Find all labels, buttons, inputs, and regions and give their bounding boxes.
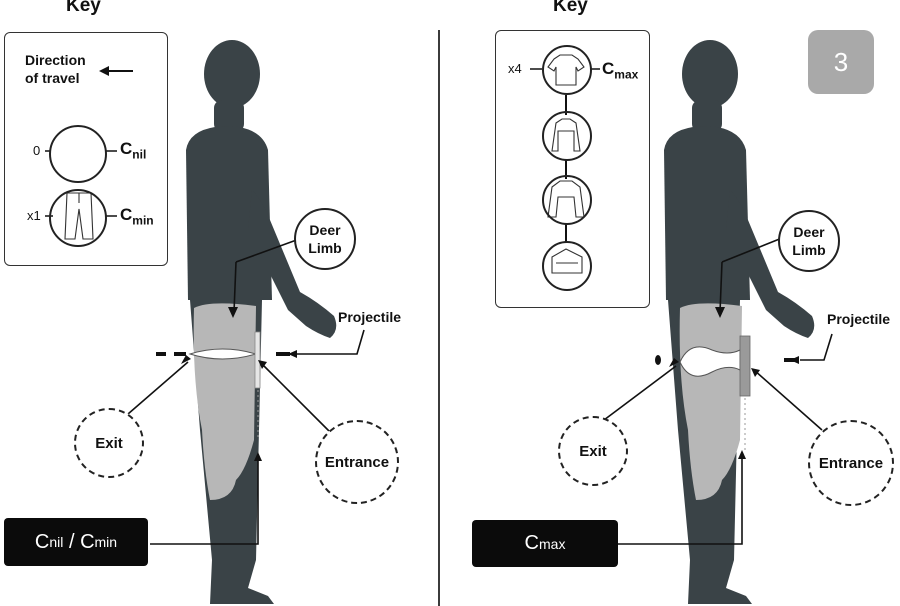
layer4-circle bbox=[542, 241, 592, 291]
page-number-badge: 3 bbox=[808, 30, 874, 94]
left-panel: Key Direction of travel 0 x1 Cnil Cmin bbox=[0, 0, 438, 606]
arrowheads-right bbox=[669, 307, 799, 459]
trousers-circle bbox=[49, 189, 107, 247]
entrance-callout: Entrance bbox=[808, 420, 894, 506]
direction-arrow-icon bbox=[99, 66, 133, 76]
key-legend-box: Direction of travel 0 x1 Cnil Cmin bbox=[4, 32, 168, 266]
panel-divider bbox=[438, 30, 440, 606]
projectile-dashes-left bbox=[156, 352, 290, 356]
clothing-layers-right bbox=[739, 335, 751, 397]
arrowheads-left bbox=[181, 307, 297, 461]
exit-callout: Exit bbox=[558, 416, 628, 486]
right-figure-graphic bbox=[603, 40, 833, 604]
direction-of-travel-label: Direction of travel bbox=[25, 52, 86, 86]
key-title: Key bbox=[66, 0, 101, 16]
right-panel: Key x4 Cmax Deer Limb Projectile Exit En… bbox=[440, 0, 900, 606]
nil-count: 0 bbox=[33, 143, 41, 158]
c-nil-label: Cnil bbox=[120, 139, 147, 162]
entrance-callout: Entrance bbox=[315, 420, 399, 504]
layer3-circle bbox=[542, 175, 592, 225]
c-min-label: Cmin bbox=[120, 205, 154, 228]
key-legend-box: x4 Cmax bbox=[495, 30, 650, 308]
clothing-layer-left bbox=[254, 331, 261, 389]
left-figure-graphic bbox=[127, 40, 365, 604]
projectile-label: Projectile bbox=[338, 309, 402, 325]
min-count: x1 bbox=[27, 208, 41, 223]
deer-limb-callout: Deer Limb bbox=[294, 208, 356, 270]
max-count: x4 bbox=[508, 61, 522, 76]
callout-lines-left bbox=[127, 237, 365, 545]
c-max-label: Cmax bbox=[602, 59, 639, 82]
callout-lines-right bbox=[603, 237, 833, 545]
layer1-circle bbox=[542, 45, 592, 95]
projectile-label: Projectile bbox=[827, 311, 891, 327]
exit-callout: Exit bbox=[74, 408, 144, 478]
key-title: Key bbox=[553, 0, 588, 16]
empty-circle-icon bbox=[49, 125, 107, 183]
layer2-circle bbox=[542, 111, 592, 161]
deer-limb-callout: Deer Limb bbox=[778, 210, 840, 272]
